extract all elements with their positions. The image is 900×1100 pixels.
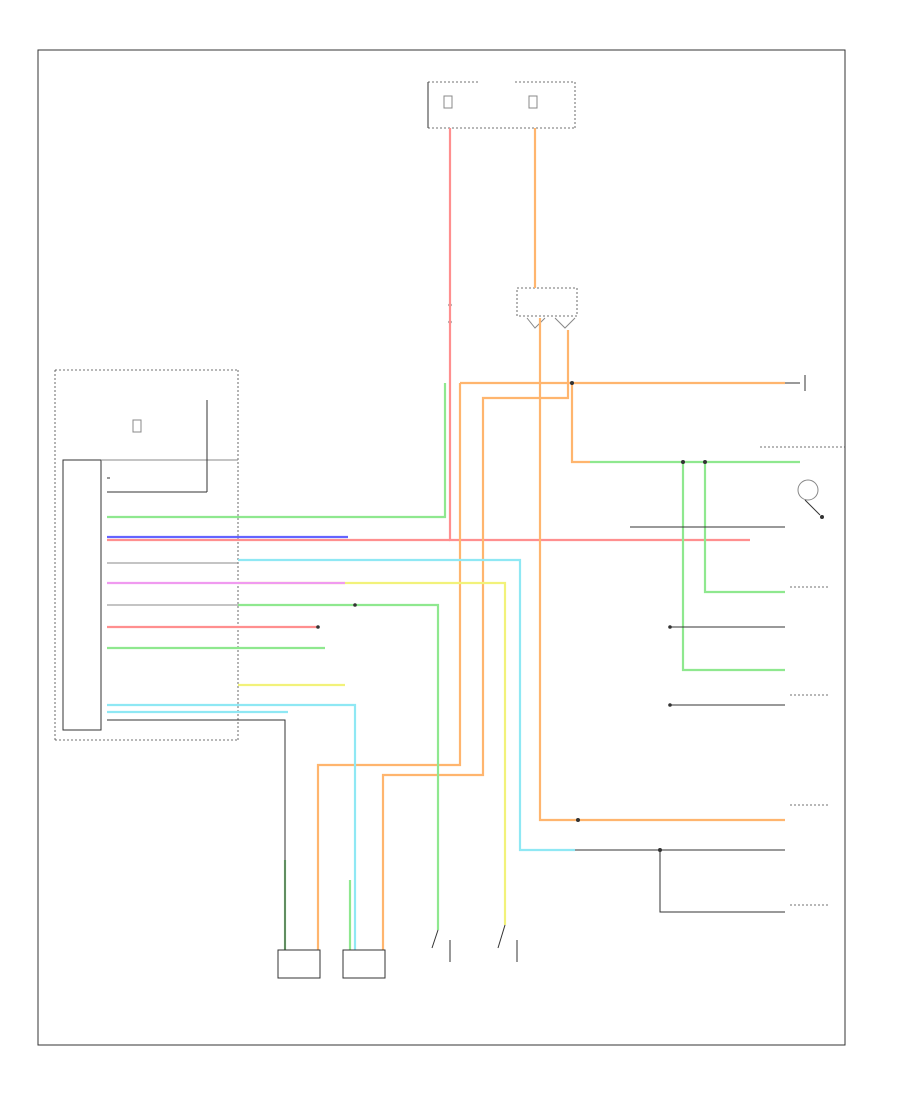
instrument-cluster [54,369,239,741]
wire-red [107,128,750,629]
fuse-block [427,81,576,129]
door-switch-left [431,929,451,962]
horn-relay [516,287,578,329]
wire-cyan [107,558,575,950]
diagram-frame [37,49,846,1046]
right-front-lamp [342,949,386,979]
wire-black-grey [107,382,800,950]
junctions [316,381,707,852]
door-switch-right [497,924,518,962]
left-front-lamp [277,949,321,979]
wire-orange [316,128,785,950]
wire-green [107,383,800,950]
horn-switch [760,446,845,519]
wire-yellow [238,581,507,925]
